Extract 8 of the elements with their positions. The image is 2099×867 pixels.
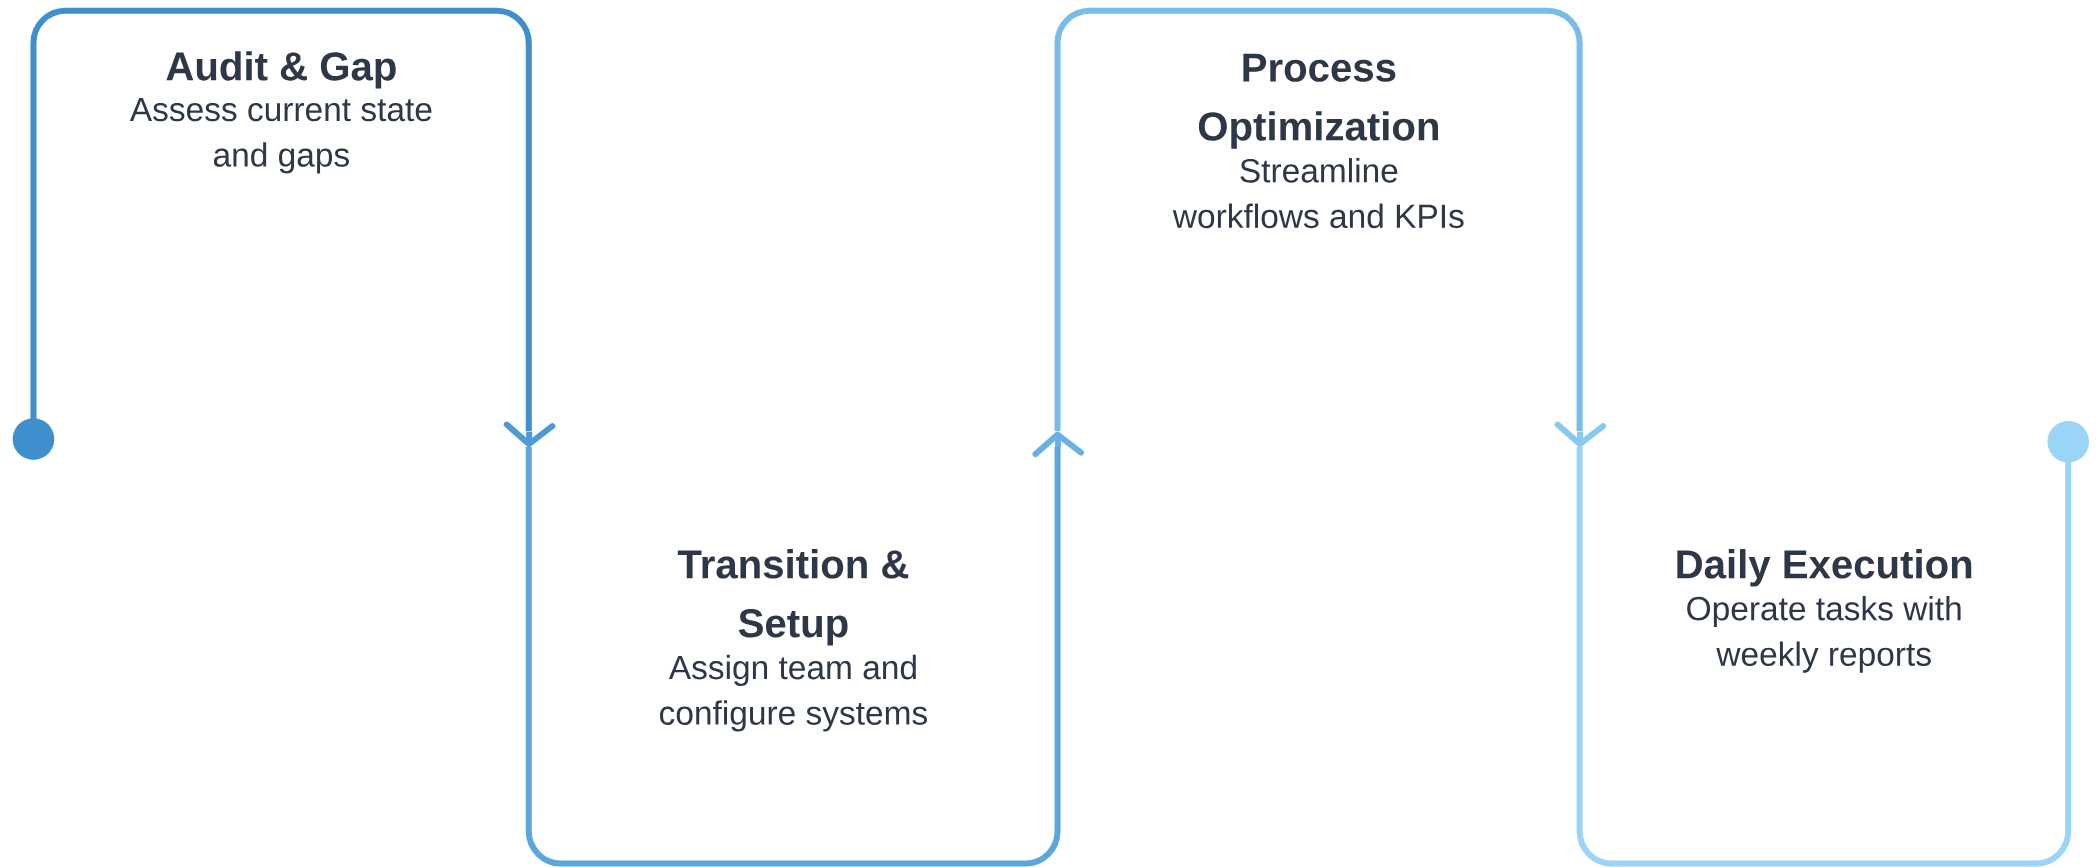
stage-box: Transition & Setup Assign team and configure systems [525,446,1061,867]
node-label: Assess current state and gaps [129,97,432,174]
stage-box: Daily Execution Operate tasks with weekly reports [1576,420,2089,867]
stage-box: Process Optimization Streamline workflows and KPIs [1054,7,1583,431]
node-label: Daily Execution [1677,548,1972,587]
node-label: Audit & Gap [166,50,396,89]
stage-box: Audit & Gap Assess current state and gaps [12,7,532,460]
node-label: Operate tasks with weekly reports [1687,595,1961,673]
